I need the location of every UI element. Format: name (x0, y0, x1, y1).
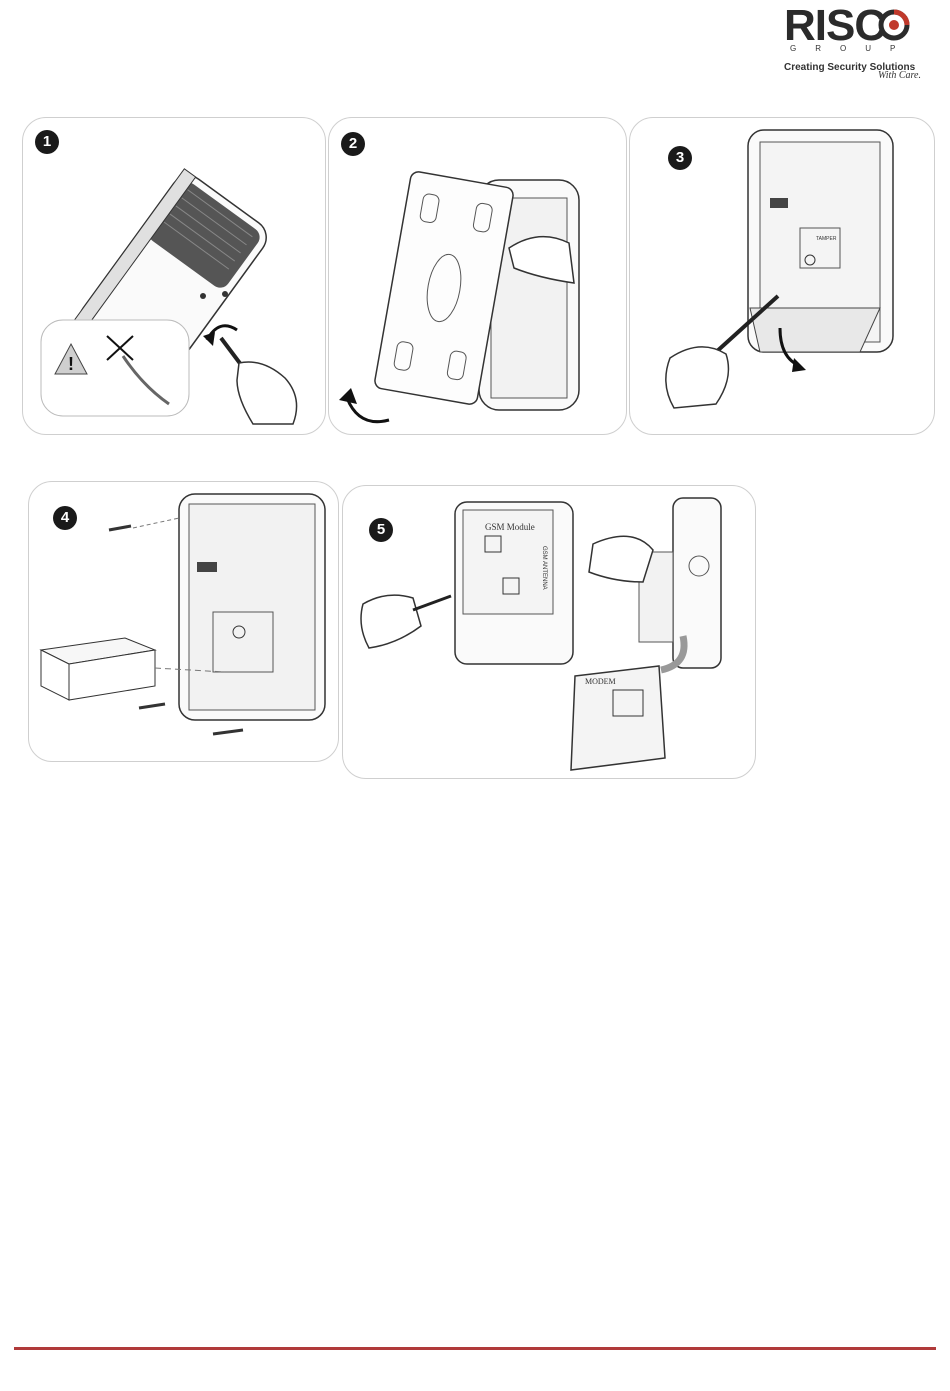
gsm-module-label: GSM Module (485, 522, 535, 532)
modem-label: MODEM (585, 677, 616, 686)
gsm-antenna-label: GSM ANTENNA (541, 546, 547, 590)
logo-group-text: GROUP (790, 44, 910, 53)
step-panel-2: 2 (328, 117, 627, 435)
step-1-badge: 1 (35, 130, 59, 154)
tamper-label: TAMPER (816, 236, 837, 242)
svg-text:!: ! (68, 354, 74, 374)
step-panel-1: ! 1 (22, 117, 326, 435)
step-3-badge: 3 (668, 146, 692, 170)
logo-script-text: With Care. (878, 70, 921, 81)
step-panel-4: 4 (28, 481, 339, 762)
step-panel-5: GSM Module GSM ANTENNA MODEM 5 (342, 485, 756, 779)
logo-wordmark: RISC (784, 4, 885, 48)
step-2-illustration (329, 118, 626, 434)
footer-divider (14, 1347, 936, 1350)
step-2-badge: 2 (341, 132, 365, 156)
step-4-badge: 4 (53, 506, 77, 530)
risco-group-logo: RISC GROUP Creating Security Solutions W… (778, 4, 938, 84)
step-1-illustration: ! (23, 118, 325, 434)
logo-swirl-icon (878, 9, 910, 41)
step-5-illustration: GSM Module GSM ANTENNA MODEM (343, 486, 755, 778)
step-5-badge: 5 (369, 518, 393, 542)
step-panel-3: TAMPER 3 (629, 117, 935, 435)
